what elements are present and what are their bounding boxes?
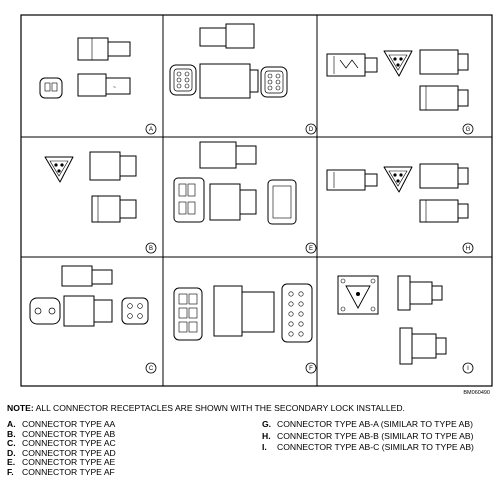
cell-i-label: I bbox=[467, 366, 469, 372]
legend-key: E. bbox=[7, 457, 16, 468]
connector-aa-drawing: ~ bbox=[39, 37, 131, 99]
legend-key: C. bbox=[7, 438, 16, 449]
legend-text: CONNECTOR TYPE AA bbox=[22, 419, 116, 429]
note-text: ALL CONNECTOR RECEPTACLES ARE SHOWN WITH… bbox=[35, 403, 405, 413]
legend-left: A.CONNECTOR TYPE AA B.CONNECTOR TYPE AB … bbox=[7, 419, 237, 478]
legend-right: G. CONNECTOR TYPE AB-A (SIMILAR TO TYPE A… bbox=[262, 419, 487, 455]
connector-ab-b-drawing bbox=[326, 163, 469, 223]
cell-i-marker bbox=[462, 362, 474, 374]
legend-text: CONNECTOR TYPE AB-A (SIMILAR TO TYPE AB) bbox=[277, 419, 473, 429]
connector-ad-drawing bbox=[169, 23, 288, 99]
connector-af-drawing bbox=[173, 283, 313, 343]
cell-h-label: H bbox=[466, 246, 470, 252]
legend-key: B. bbox=[7, 428, 16, 439]
legend-text: CONNECTOR TYPE AB-C (SIMILAR TO TYPE AB) bbox=[277, 442, 474, 453]
connector-ae-drawing bbox=[173, 141, 297, 225]
note-line: NOTE: ALL CONNECTOR RECEPTACLES ARE SHOW… bbox=[7, 403, 405, 413]
legend-item: D. CONNECTOR TYPE AD bbox=[7, 447, 237, 459]
connector-ab-drawing bbox=[44, 151, 137, 223]
legend-text: CONNECTOR TYPE AE bbox=[22, 457, 116, 468]
legend-item: C. CONNECTOR TYPE AC bbox=[7, 439, 237, 449]
legend-text: CONNECTOR TYPE AF bbox=[22, 466, 115, 477]
cell-d-marker bbox=[305, 123, 317, 135]
diagram-frame bbox=[20, 14, 493, 387]
cell-f-marker bbox=[305, 362, 317, 374]
legend-item: H. CONNECTOR TYPE AB-B (SIMILAR TO TYPE A… bbox=[262, 430, 487, 442]
svg-text:~: ~ bbox=[113, 85, 116, 91]
cell-a-marker bbox=[145, 123, 157, 135]
cell-b-marker bbox=[145, 242, 157, 254]
legend-key: I. bbox=[262, 442, 267, 453]
legend-item: B. CONNECTOR TYPE AB bbox=[7, 428, 237, 440]
legend-item: E. CONNECTOR TYPE AE bbox=[7, 458, 237, 468]
legend-text: CONNECTOR TYPE AD bbox=[22, 447, 116, 458]
legend-text: CONNECTOR TYPE AC bbox=[22, 438, 116, 449]
legend-text: CONNECTOR TYPE AB bbox=[22, 428, 116, 439]
cell-c-marker bbox=[145, 362, 157, 374]
legend-key: H. bbox=[262, 430, 271, 441]
note-label: NOTE: bbox=[7, 403, 34, 413]
legend-item: G. CONNECTOR TYPE AB-A (SIMILAR TO TYPE A… bbox=[262, 419, 487, 430]
legend-key: D. bbox=[7, 447, 16, 458]
cell-e-label: E bbox=[309, 246, 313, 252]
cell-h-marker bbox=[462, 242, 474, 254]
cell-a-label: A bbox=[149, 127, 153, 133]
cell-d-label: D bbox=[309, 127, 314, 133]
cell-g-marker bbox=[462, 123, 474, 135]
figure-code: BM060490 bbox=[463, 390, 490, 396]
cell-e-marker bbox=[305, 242, 317, 254]
cell-c-label: C bbox=[149, 366, 154, 372]
legend-item: A. CONNECTOR TYPE AA bbox=[7, 419, 237, 430]
cell-f-label: F bbox=[309, 366, 313, 372]
cell-g-label: G bbox=[466, 127, 471, 133]
legend-key: F. bbox=[7, 466, 14, 477]
legend-item: I. CONNECTOR TYPE AB-C (SIMILAR TO TYPE A… bbox=[262, 443, 487, 453]
connector-ab-a-drawing bbox=[326, 49, 469, 111]
connector-diagram: ~ A D G B bbox=[20, 14, 493, 396]
legend-key: A. bbox=[7, 419, 16, 429]
cell-b-label: B bbox=[149, 246, 153, 252]
legend-text: CONNECTOR TYPE AB-B (SIMILAR TO TYPE AB) bbox=[277, 430, 474, 441]
connector-ac-drawing bbox=[29, 265, 149, 327]
legend-key: G. bbox=[262, 419, 272, 429]
connector-ab-c-drawing bbox=[337, 275, 447, 365]
legend-item: F. CONNECTOR TYPE AF bbox=[7, 466, 237, 478]
